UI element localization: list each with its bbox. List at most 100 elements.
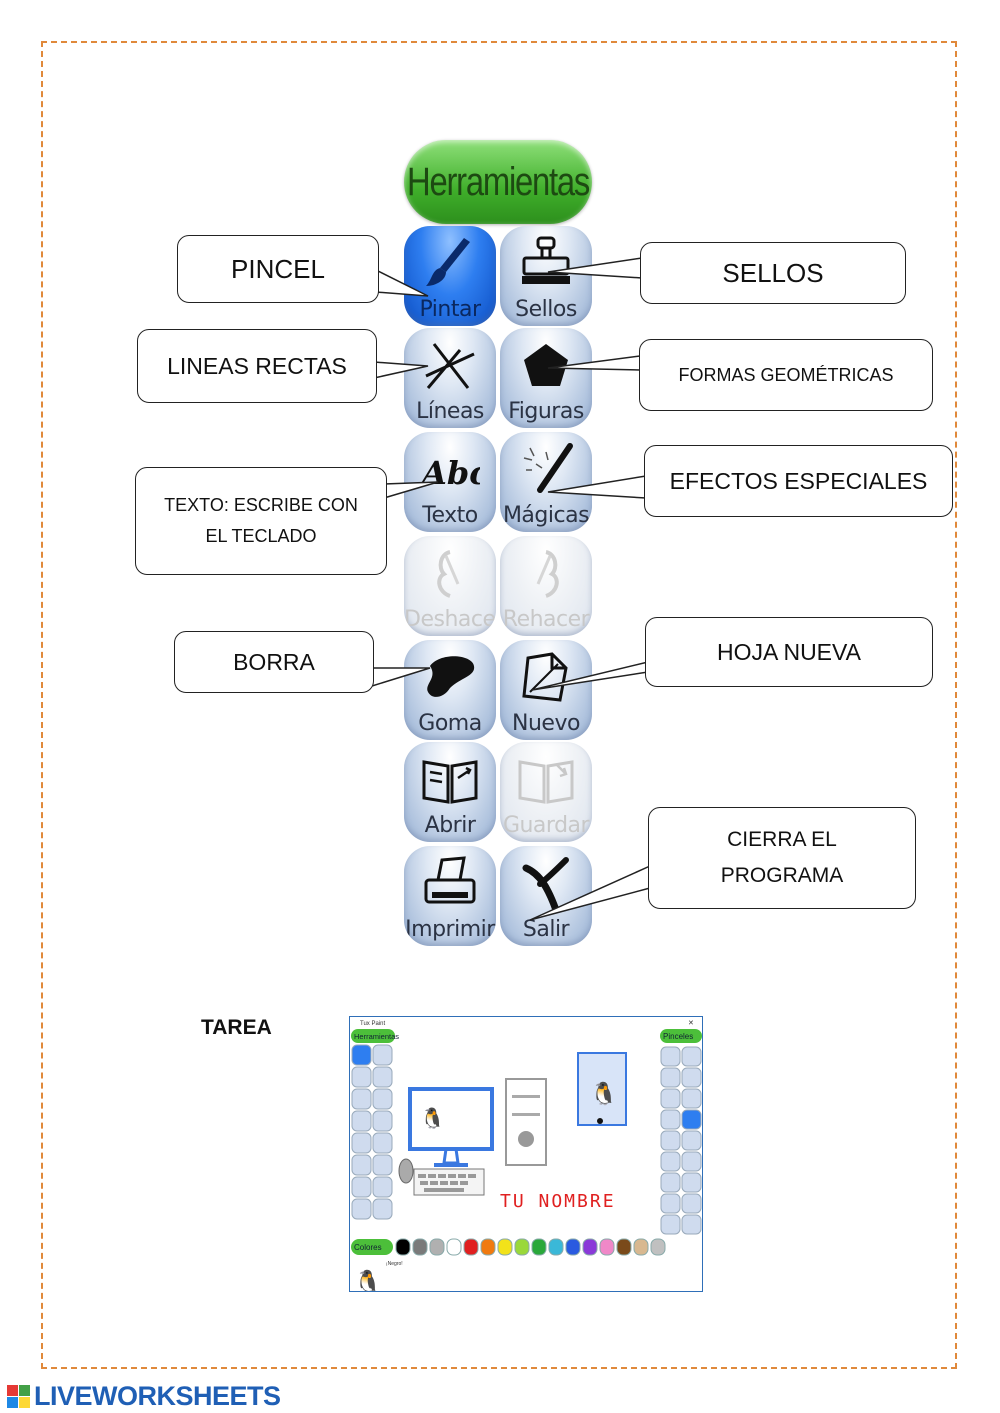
callout-hoja-nueva: HOJA NUEVA <box>645 617 933 687</box>
mini-tool-button <box>351 1110 372 1132</box>
tool-goma-button[interactable]: Goma <box>404 640 496 740</box>
left-header-text: Herramientas <box>354 1032 399 1041</box>
mini-tool-grid <box>351 1044 393 1220</box>
tool-label: Texto <box>422 503 478 528</box>
mini-tool-button <box>372 1176 393 1198</box>
right-header-pill <box>660 1029 702 1043</box>
mini-brush-button <box>681 1214 702 1235</box>
abc-text-icon: Abc <box>420 454 480 492</box>
tool-guardar-button[interactable]: Guardar <box>500 742 592 842</box>
mini-brush-button <box>660 1172 681 1193</box>
mini-brush-button <box>660 1067 681 1088</box>
herramientas-header: Herramientas <box>404 140 592 224</box>
tool-label: Guardar <box>502 813 590 838</box>
tool-figuras-button[interactable]: Figuras <box>500 328 592 428</box>
callout-lineas-rectas: LINEAS RECTAS <box>137 329 377 403</box>
printer-icon <box>424 856 476 904</box>
color-swatch <box>633 1238 649 1256</box>
tool-salir-button[interactable]: Salir <box>500 846 592 946</box>
eraser-icon <box>427 656 475 697</box>
tool-label: Pintar <box>419 297 482 322</box>
mini-tool-button <box>351 1044 372 1066</box>
tool-label: Figuras <box>508 399 584 424</box>
tablet-drawing <box>577 1052 627 1126</box>
mini-tool-button <box>351 1154 372 1176</box>
mini-tool-button <box>372 1066 393 1088</box>
undo-icon <box>437 550 460 598</box>
tool-magicas-button[interactable]: Mágicas <box>500 432 592 532</box>
tool-deshacer-button[interactable]: Deshacer <box>404 536 496 636</box>
mini-tool-button <box>351 1066 372 1088</box>
window-title: Tux Paint <box>360 1021 385 1027</box>
mini-brush-button <box>681 1109 702 1130</box>
tool-sellos-button[interactable]: Sellos <box>500 226 592 326</box>
mini-brush-button <box>681 1130 702 1151</box>
tool-label: Mágicas <box>502 503 590 528</box>
lines-icon <box>425 343 475 389</box>
save-icon <box>518 760 574 804</box>
mini-tool-button <box>372 1198 393 1220</box>
new-page-icon <box>522 652 568 702</box>
color-swatch <box>531 1238 547 1256</box>
tux-mascot: 🐧 <box>354 1269 381 1292</box>
worksheet-border <box>41 41 957 1369</box>
mini-tool-button <box>372 1044 393 1066</box>
stamp-icon <box>522 236 570 284</box>
tuxpaint-screenshot-art: Tux Paint ✕ Herramientas Pinceles 🐧 🐧 TU… <box>350 1017 702 1292</box>
logo-blocks <box>7 1385 30 1408</box>
logo-block <box>7 1397 18 1408</box>
mini-brush-button <box>660 1130 681 1151</box>
tool-texto-button[interactable]: Abc Texto <box>404 432 496 532</box>
tool-label: Líneas <box>416 399 484 424</box>
mini-brush-button <box>681 1151 702 1172</box>
tuxpaint-screenshot: Tux Paint ✕ Herramientas Pinceles 🐧 🐧 TU… <box>349 1016 703 1292</box>
mini-tool-button <box>351 1176 372 1198</box>
color-swatch <box>548 1238 564 1256</box>
tool-nuevo-button[interactable]: Nuevo <box>500 640 592 740</box>
magic-wand-icon <box>523 443 573 493</box>
exit-icon <box>522 857 569 914</box>
mini-brush-button <box>681 1088 702 1109</box>
tool-rehacer-button[interactable]: Rehacer <box>500 536 592 636</box>
logo-block <box>7 1385 18 1396</box>
brush-icon <box>426 238 470 286</box>
callout-efectos-especiales: EFECTOS ESPECIALES <box>644 445 953 517</box>
logo-block <box>19 1385 30 1396</box>
status-text: ¡Negro! <box>386 1261 403 1267</box>
callout-formas-geometricas: FORMAS GEOMÉTRICAS <box>639 339 933 411</box>
right-header-text: Pinceles <box>663 1032 693 1041</box>
mini-brush-button <box>681 1193 702 1214</box>
color-swatch <box>599 1238 615 1256</box>
tool-label: Nuevo <box>512 711 580 736</box>
mini-tool-button <box>372 1154 393 1176</box>
mini-brush-grid <box>660 1046 702 1235</box>
tool-lineas-button[interactable]: Líneas <box>404 328 496 428</box>
tool-abrir-button[interactable]: Abrir <box>404 742 496 842</box>
callout-pincel: PINCEL <box>177 235 379 303</box>
colors-pill <box>351 1239 393 1255</box>
color-swatches <box>395 1238 666 1256</box>
color-swatch <box>650 1238 666 1256</box>
tool-label: Abrir <box>424 813 476 838</box>
mini-tool-button <box>351 1198 372 1220</box>
redo-icon <box>536 550 559 598</box>
color-swatch <box>616 1238 632 1256</box>
tool-label: Deshacer <box>404 607 496 632</box>
tool-pintar-button[interactable]: Pintar <box>404 226 496 326</box>
color-swatch <box>497 1238 513 1256</box>
color-swatch <box>446 1238 462 1256</box>
tux-icon-small: 🐧 <box>420 1106 445 1130</box>
svg-text:✕: ✕ <box>688 1020 694 1027</box>
color-swatch <box>565 1238 581 1256</box>
tool-label: Imprimir <box>405 917 495 942</box>
callout-borra: BORRA <box>174 631 374 693</box>
mouse-drawing <box>398 1158 414 1184</box>
mini-brush-button <box>660 1151 681 1172</box>
color-swatch <box>582 1238 598 1256</box>
tool-imprimir-button[interactable]: Imprimir <box>404 846 496 946</box>
mini-brush-button <box>660 1193 681 1214</box>
mini-brush-button <box>681 1172 702 1193</box>
tarea-label: TAREA <box>201 1016 272 1039</box>
mini-tool-button <box>351 1132 372 1154</box>
mini-tool-button <box>372 1132 393 1154</box>
